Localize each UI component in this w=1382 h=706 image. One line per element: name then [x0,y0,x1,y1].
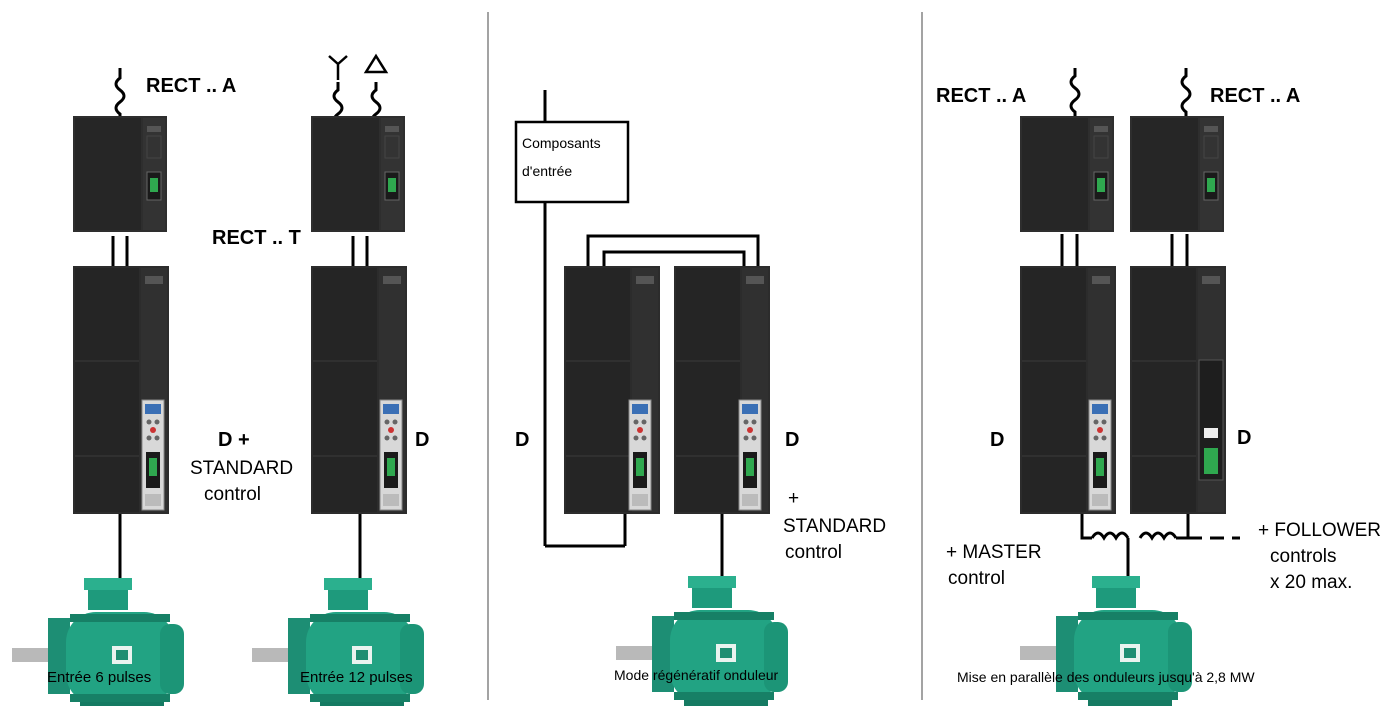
label-rect-a-2: RECT .. A [936,85,1026,107]
panel-parallel [1060,68,1240,580]
keypad-3 [628,399,652,511]
input-components-box [514,120,630,204]
label-plus: + [788,488,799,509]
label-follower-2: controls [1270,546,1337,567]
label-rect-t: RECT .. T [212,227,301,249]
label-d-3: D [515,429,529,451]
star-connection-icon [328,55,348,80]
motor-3 [616,576,788,706]
label-composants-1: Composants [522,135,601,151]
motor-2 [252,578,424,706]
motor-1 [12,578,184,706]
rect-module-1 [72,115,168,233]
label-d-plus: D + [218,429,250,451]
label-rect-a-1: RECT .. A [146,75,236,97]
keypad-4 [738,399,762,511]
label-composants-2: d'entrée [522,163,572,179]
label-rect-a-3: RECT .. A [1210,85,1300,107]
label-d-2: D [415,429,429,451]
panel-regen [543,90,760,580]
rect-module-2 [310,115,406,233]
motor-4 [1020,576,1192,706]
supply-inductor-icon [114,68,126,120]
panel-six-pulse [111,68,129,582]
follower-control-slot [1198,359,1224,481]
rect-module-4 [1129,115,1225,233]
label-standard-1: STANDARD [190,458,293,479]
keypad-2 [379,399,403,511]
label-d-6: D [1237,427,1251,449]
label-standard-2: STANDARD [783,516,886,537]
label-master-1: + MASTER [946,542,1042,563]
label-follower-1: + FOLLOWER [1258,520,1381,541]
label-follower-3: x 20 max. [1270,572,1352,593]
label-master-2: control [948,568,1005,589]
caption-six-pulse: Entrée 6 pulses [47,669,151,686]
keypad-5 [1088,399,1112,511]
keypad-1 [141,399,165,511]
delta-connection-icon [363,53,389,74]
label-d-4: D [785,429,799,451]
caption-twelve-pulse: Entrée 12 pulses [300,669,413,686]
label-control-2: control [785,542,842,563]
caption-regen: Mode régénératif onduleur [614,667,779,683]
caption-parallel: Mise en parallèle des onduleurs jusqu'à … [957,669,1255,685]
output-choke-icon [1090,531,1178,541]
label-control-1: control [204,484,261,505]
rect-module-3 [1019,115,1115,233]
label-d-5: D [990,429,1004,451]
